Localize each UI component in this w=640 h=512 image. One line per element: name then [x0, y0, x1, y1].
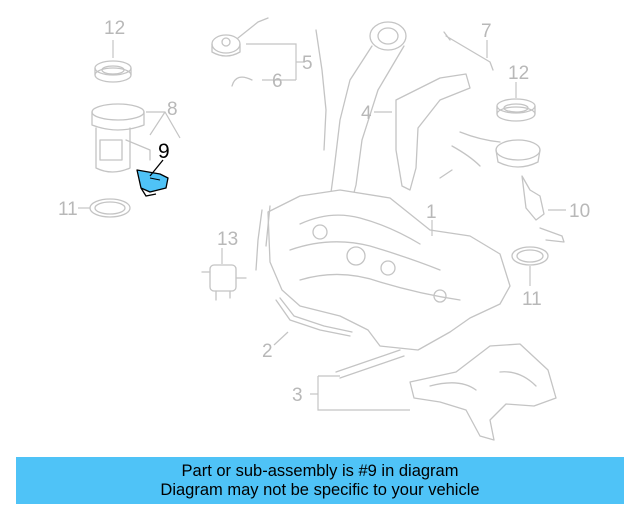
callout-11-left: 11	[58, 199, 78, 220]
sender-unit-5	[211, 17, 269, 57]
lock-ring-left	[94, 60, 132, 83]
callout-8: 8	[167, 99, 178, 120]
lock-ring-right	[496, 98, 536, 122]
fuel-pump-module	[91, 103, 151, 173]
fuel-tank-1	[255, 189, 511, 351]
callout-10: 10	[569, 201, 590, 222]
info-banner: Part or sub-assembly is #9 in diagram Di…	[16, 457, 624, 504]
callout-4: 4	[361, 103, 372, 124]
callout-12-right: 12	[508, 63, 529, 84]
seal-ring-right	[511, 246, 549, 266]
callout-12-left: 12	[104, 18, 125, 39]
banner-line-1: Part or sub-assembly is #9 in diagram	[181, 461, 459, 480]
heat-shield-4	[395, 73, 471, 191]
callout-2: 2	[262, 341, 273, 362]
valve-13	[201, 264, 247, 301]
callout-7: 7	[481, 21, 492, 42]
seal-ring-left	[89, 198, 131, 218]
snap-ring-6	[231, 76, 253, 87]
callout-1: 1	[426, 202, 437, 223]
banner-line-2: Diagram may not be specific to your vehi…	[160, 480, 480, 499]
strap-2	[275, 297, 353, 337]
callout-3: 3	[292, 385, 303, 406]
parts-diagram: 12 8 9 11 13 5 6	[58, 17, 590, 441]
callout-9: 9	[158, 140, 170, 163]
highlighted-part-9	[136, 169, 169, 197]
heat-shield-3	[335, 343, 557, 441]
callout-5: 5	[302, 53, 313, 74]
callout-6: 6	[272, 71, 283, 92]
callout-13: 13	[217, 229, 238, 250]
filler-neck	[315, 21, 407, 201]
sensor-7	[443, 31, 494, 71]
pump-unit-10	[439, 131, 565, 243]
callout-11-right: 11	[522, 289, 542, 310]
